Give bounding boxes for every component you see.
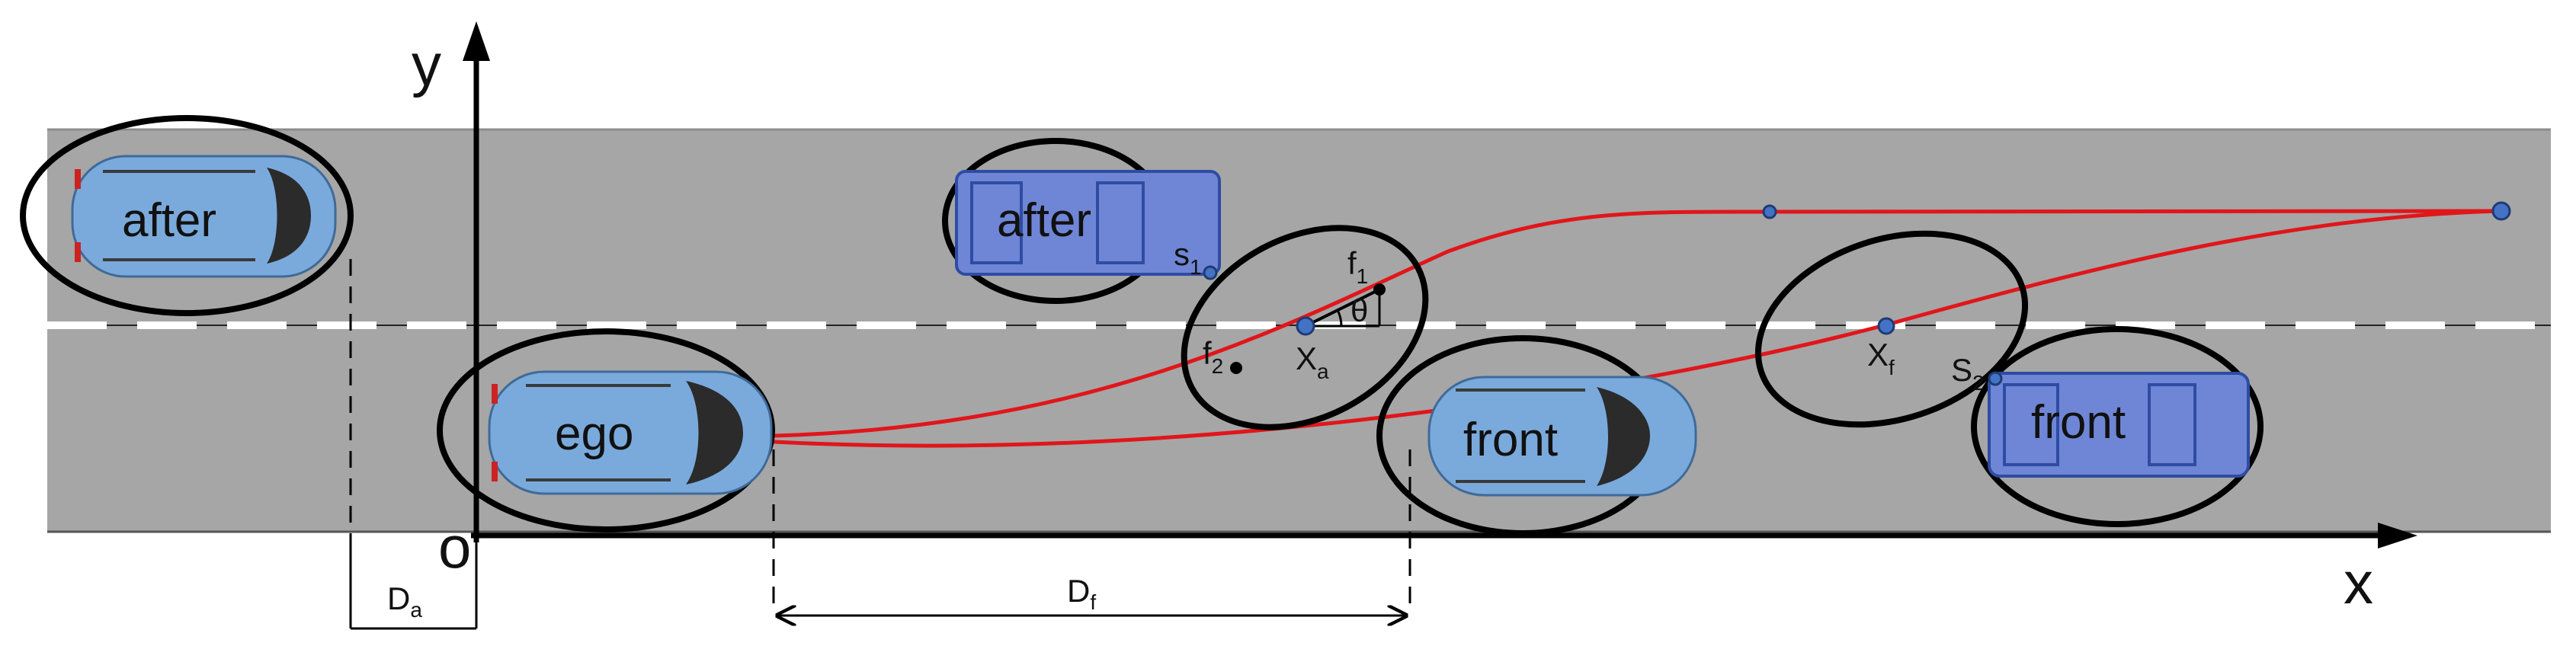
- after-vehicle-target-lane: [942, 138, 1221, 304]
- x-axis-arrowhead: [2378, 523, 2417, 548]
- trajectory-to-after-gap: [773, 209, 2501, 438]
- df-label: Df: [1067, 573, 1096, 614]
- ego-vehicle: [437, 328, 775, 532]
- after-vehicle-current-lane-label: after: [122, 194, 216, 247]
- s1-label: s1: [1174, 236, 1202, 279]
- angle-arc: [1336, 309, 1343, 327]
- front-gap-merge-ellipse: [1754, 230, 2029, 428]
- origin-label: o: [438, 513, 471, 580]
- da-label: Da: [387, 580, 422, 622]
- x-axis-label: x: [2344, 549, 2373, 616]
- f1-label: f1: [1347, 245, 1368, 288]
- y-axis-label: y: [412, 31, 441, 98]
- key-points: [1203, 201, 2511, 386]
- f2-label: f2: [1203, 335, 1223, 378]
- xf-label: Xf: [1867, 337, 1895, 379]
- front-vehicle-target-lane: [1971, 326, 2264, 527]
- front-vehicle-current-lane: [1376, 335, 1697, 536]
- after-vehicle-target-lane-label: after: [997, 194, 1091, 247]
- focal-line: [1305, 288, 1380, 328]
- after-gap-merge-ellipse: [1181, 225, 1429, 430]
- s2-label: S2: [1951, 352, 1985, 395]
- y-axis-arrowhead: [463, 21, 490, 61]
- trajectory-to-front-gap: [773, 209, 2501, 448]
- ego-vehicle-label: ego: [555, 408, 633, 460]
- f2-point: [1230, 362, 1242, 374]
- front-vehicle-target-lane-label: front: [2031, 396, 2126, 449]
- theta-label: θ: [1350, 293, 1368, 328]
- front-vehicle-current-lane-label: front: [1463, 414, 1558, 466]
- xa-label: Xa: [1296, 341, 1329, 383]
- after-vehicle-current-lane: [20, 115, 354, 316]
- f1-point: [1373, 283, 1386, 296]
